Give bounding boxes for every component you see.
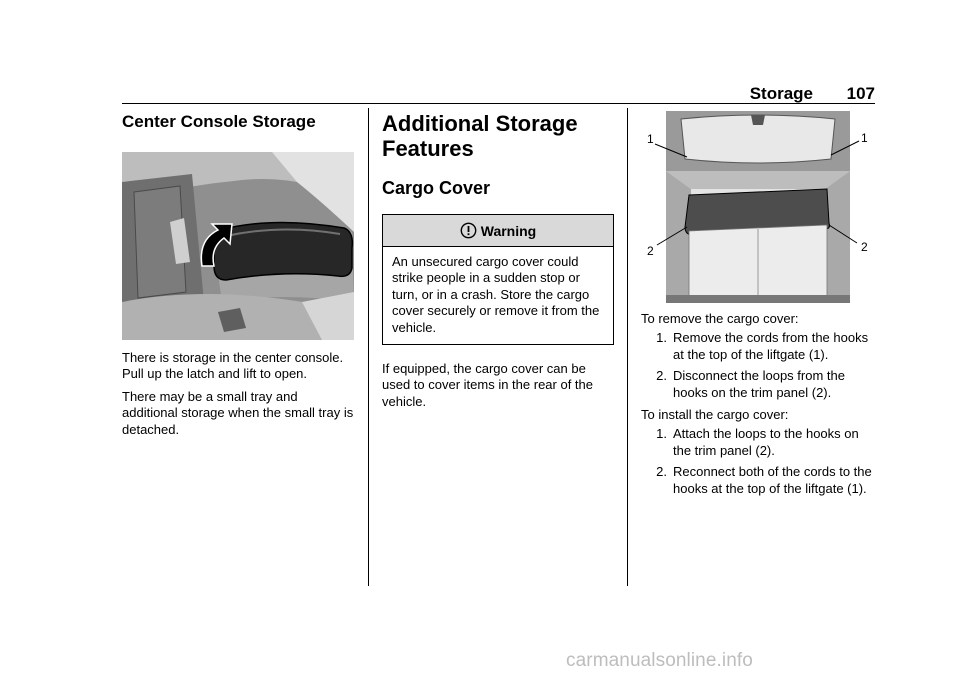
remove-intro: To remove the cargo cover:: [641, 311, 799, 326]
list-item: 1. Attach the loops to the hooks on the …: [641, 426, 875, 459]
watermark: carmanualsonline.info: [566, 650, 753, 671]
step-text: Attach the loops to the hooks on the tri…: [673, 426, 859, 458]
column-additional-storage: Additional Storage Features Cargo Cover …: [382, 108, 614, 410]
column-cargo-cover-steps: 1 1 2 2 To remove the cargo cover: 1. Re…: [641, 108, 875, 503]
column-divider: [368, 108, 369, 586]
paragraph: If equipped, the cargo cover can be used…: [382, 361, 593, 409]
section-title: Storage: [749, 84, 813, 103]
step-text: Remove the cords from the hooks at the t…: [673, 330, 869, 362]
step-number: 2.: [656, 368, 667, 384]
column-divider: [627, 108, 628, 586]
warning-label: Warning: [480, 222, 537, 239]
step-number: 2.: [656, 464, 667, 480]
list-item: 2. Reconnect both of the cords to the ho…: [641, 464, 875, 497]
column-center-console: Center Console Storage There is storage …: [122, 108, 354, 438]
paragraph: There may be a small tray and additional…: [122, 388, 354, 437]
step-text: Disconnect the loops from the hooks on t…: [673, 368, 845, 400]
list-item: 2. Disconnect the loops from the hooks o…: [641, 368, 875, 401]
callout-1-left: 1: [647, 132, 654, 146]
install-steps: 1. Attach the loops to the hooks on the …: [641, 426, 875, 497]
warning-text: An unsecured cargo cover could strike pe…: [392, 254, 600, 335]
warning-box: Warning An unsecured cargo cover could s…: [382, 214, 614, 346]
list-item: 1. Remove the cords from the hooks at th…: [641, 330, 875, 363]
page-number: 107: [846, 84, 875, 103]
step-number: 1.: [656, 330, 667, 346]
warning-header: Warning: [383, 215, 613, 247]
chapter-heading: Additional Storage Features: [382, 111, 578, 161]
page-header: Storage 107: [122, 84, 875, 104]
step-text: Reconnect both of the cords to the hooks…: [673, 464, 872, 496]
callout-2-left: 2: [647, 244, 654, 258]
subsection-heading: Cargo Cover: [382, 178, 491, 198]
paragraph: There is storage in the center console. …: [122, 350, 344, 382]
step-number: 1.: [656, 426, 667, 442]
remove-steps: 1. Remove the cords from the hooks at th…: [641, 330, 875, 401]
warning-icon: [460, 222, 477, 239]
callout-1-right: 1: [861, 131, 868, 145]
console-illustration: [122, 152, 354, 340]
cargo-cover-illustration: 1 1 2 2: [641, 111, 875, 303]
callout-2-right: 2: [861, 240, 868, 254]
install-intro: To install the cargo cover:: [641, 407, 789, 423]
section-heading: Center Console Storage: [122, 112, 316, 131]
